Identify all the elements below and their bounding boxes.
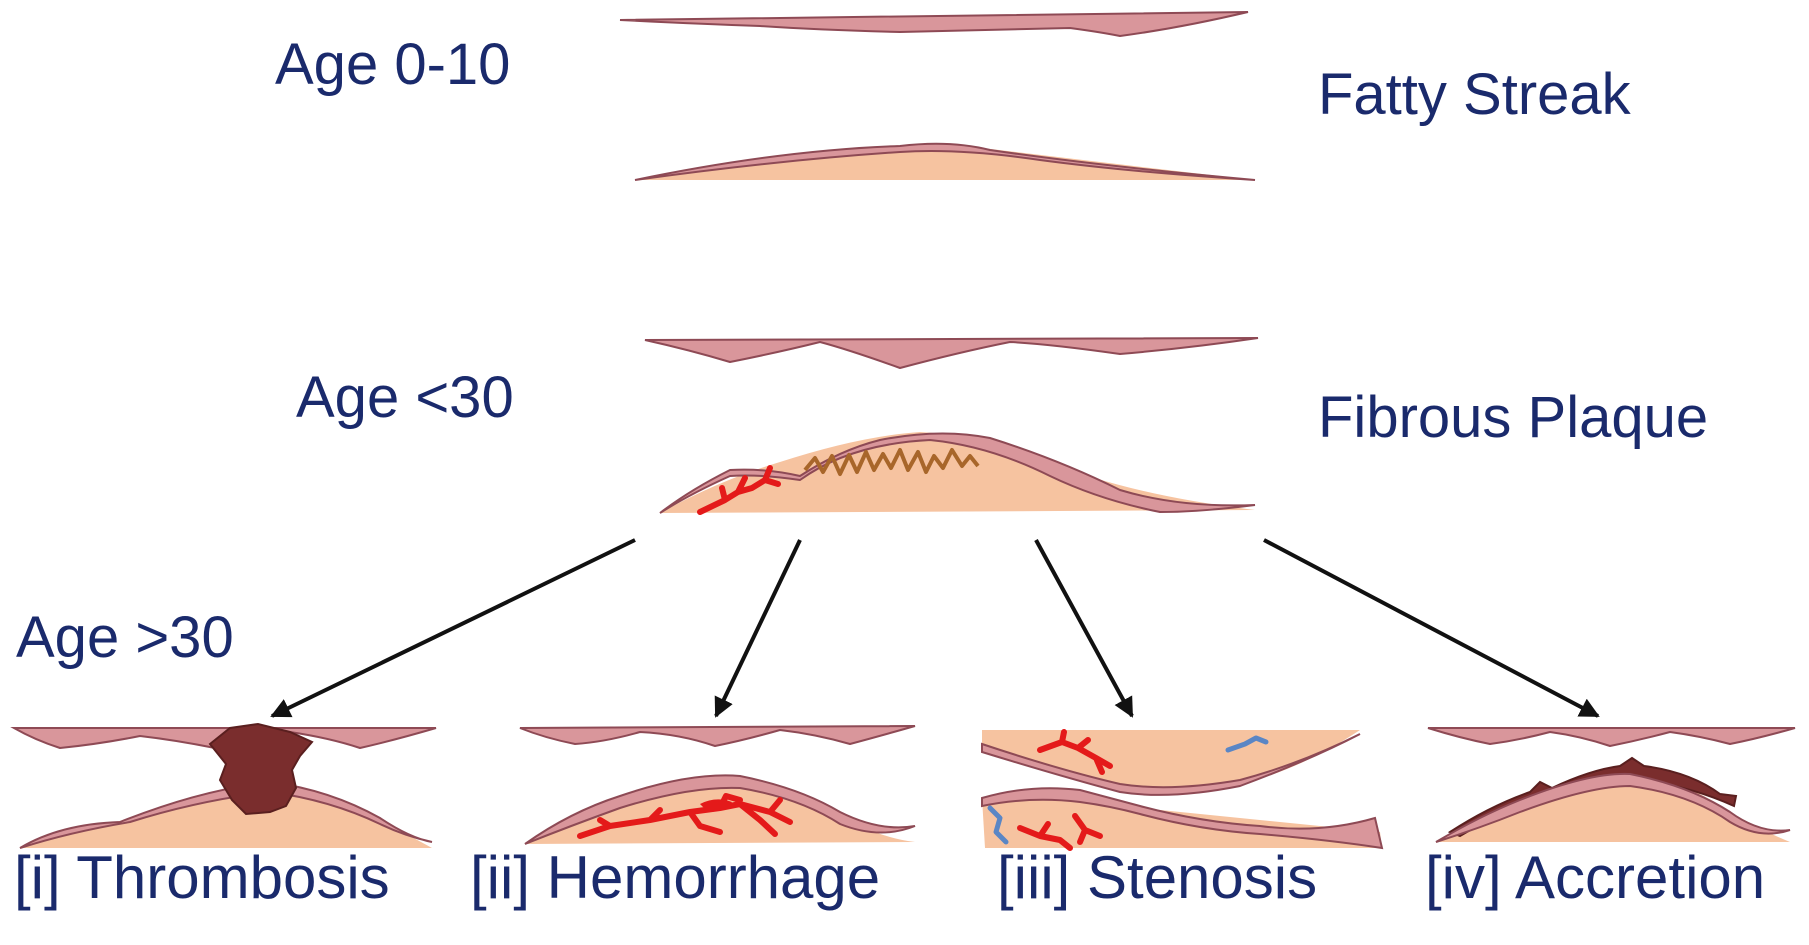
accretion-upper-wall xyxy=(1428,728,1795,746)
hemorrhage-upper-wall xyxy=(520,726,915,746)
arrow-to-accretion xyxy=(1264,540,1598,716)
arrow-to-stenosis xyxy=(1036,540,1132,716)
arrow-to-thrombosis xyxy=(272,540,635,716)
arrow-to-hemorrhage xyxy=(716,540,800,716)
fibrous-plaque-upper-wall xyxy=(645,338,1258,368)
fatty-streak-upper-wall xyxy=(620,12,1248,36)
